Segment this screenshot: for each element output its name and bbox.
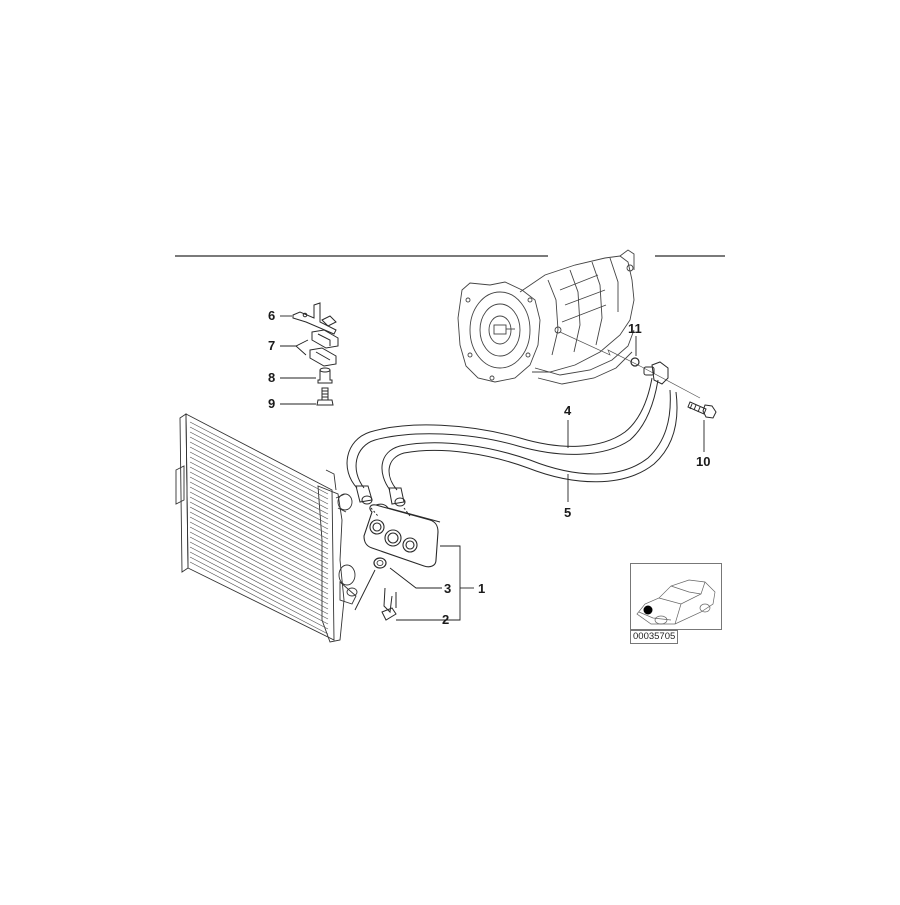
callout-3: 3 <box>444 581 452 596</box>
callout-2: 2 <box>442 612 450 627</box>
bushing-8-drawing <box>317 367 333 384</box>
alignment-line <box>559 331 701 399</box>
radiator-drawing <box>175 413 358 643</box>
vehicle-locator-thumbnail <box>630 563 722 630</box>
callout-7: 7 <box>268 338 276 353</box>
car-outline-icon <box>636 579 716 625</box>
callout-leader-lines <box>280 315 705 621</box>
callout-11: 11 <box>628 321 642 336</box>
locator-dot-icon <box>643 605 653 615</box>
callout-1: 1 <box>478 581 486 596</box>
callout-8: 8 <box>268 370 276 385</box>
callout-10: 10 <box>696 454 711 469</box>
clip-7-drawing <box>309 329 339 367</box>
reference-code: 00035705 <box>630 630 679 644</box>
seal-ring-11 <box>630 357 640 367</box>
callout-9: 9 <box>268 396 276 411</box>
oil-cooler-drawing <box>363 503 441 568</box>
clip-2-drawing <box>381 587 397 621</box>
callout-6: 6 <box>268 308 276 323</box>
bracket-6-drawing <box>292 302 337 335</box>
line-fitting-drawing <box>643 361 669 385</box>
transmission-drawing <box>457 249 635 385</box>
radiator-core-fins <box>189 421 329 635</box>
bolt-10-drawing <box>687 401 717 419</box>
bolt-9-drawing <box>316 387 334 406</box>
gasket-3 <box>373 557 387 569</box>
callout-4: 4 <box>564 403 572 418</box>
callout-5: 5 <box>564 505 572 520</box>
cooler-lines-drawing <box>346 377 678 517</box>
